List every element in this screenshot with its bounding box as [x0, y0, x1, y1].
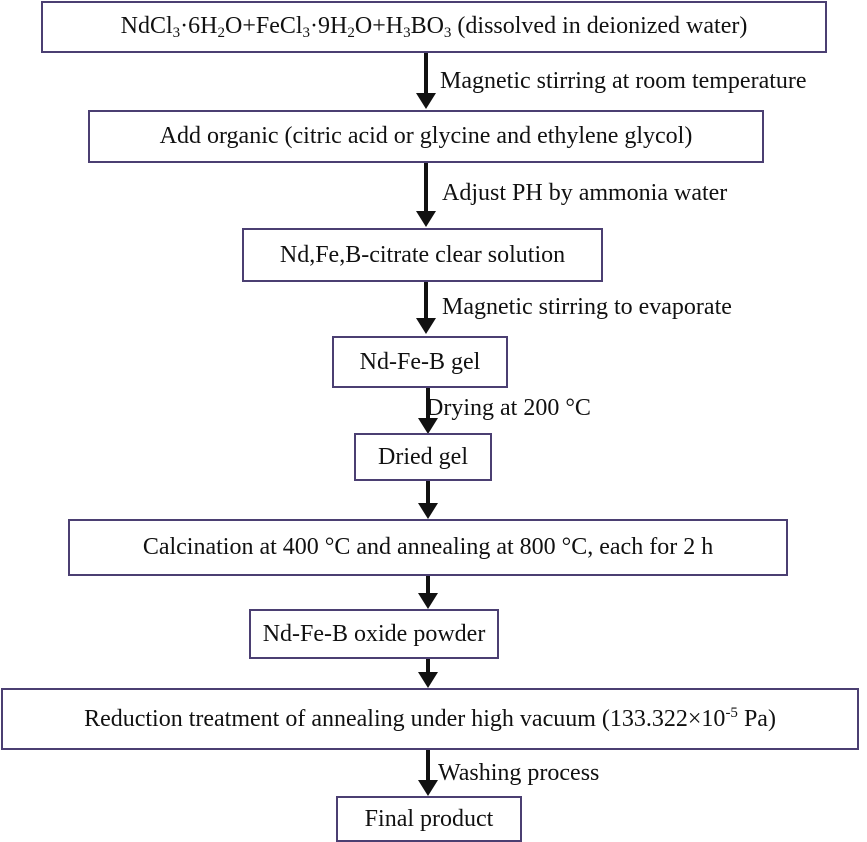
step-final-product: Final product [336, 796, 522, 842]
arrow-head-icon [418, 672, 438, 688]
step-oxide-powder-label: Nd-Fe-B oxide powder [262, 620, 486, 647]
step-citrate-solution-label: Nd,Fe,B-citrate clear solution [279, 241, 566, 268]
formula-text: NdCl [120, 12, 173, 39]
step-gel: Nd-Fe-B gel [332, 336, 508, 388]
reduction-unit: Pa) [737, 706, 776, 732]
arrow-shaft [426, 750, 430, 784]
arrow-8 [418, 750, 438, 796]
step-precursors: NdCl3·6H2O+FeCl3·9H2O+H3BO3 (dissolved i… [41, 1, 827, 53]
step-final-product-label: Final product [364, 805, 494, 832]
arrow-shaft [424, 282, 428, 322]
step-reduction-label: Reduction treatment of annealing under h… [84, 705, 776, 733]
transition-label-2: Adjust PH by ammonia water [442, 180, 728, 206]
step-citrate-solution: Nd,Fe,B-citrate clear solution [242, 228, 603, 282]
step-dried-gel: Dried gel [354, 433, 492, 481]
reduction-exponent: -5 [725, 705, 738, 721]
step-add-organic: Add organic (citric acid or glycine and … [88, 110, 764, 163]
arrow-shaft [424, 163, 428, 215]
reduction-text: Reduction treatment of annealing under h… [84, 706, 726, 732]
formula-subscript: 2 [217, 24, 226, 41]
step-calcination-label: Calcination at 400 °C and annealing at 8… [142, 534, 714, 560]
step-reduction: Reduction treatment of annealing under h… [1, 688, 859, 750]
arrow-head-icon [416, 93, 436, 109]
formula-text: ·9H [310, 12, 348, 39]
arrow-6 [418, 576, 438, 609]
arrow-head-icon [416, 318, 436, 334]
step-oxide-powder: Nd-Fe-B oxide powder [249, 609, 499, 659]
step-precursors-label: NdCl3·6H2O+FeCl3·9H2O+H3BO3 (dissolved i… [121, 13, 748, 42]
formula-subscript: 2 [347, 24, 355, 41]
formula-text: BO [410, 12, 444, 39]
step-calcination: Calcination at 400 °C and annealing at 8… [68, 519, 788, 576]
arrow-shaft [426, 481, 430, 507]
step-dried-gel-label: Dried gel [378, 443, 468, 470]
formula-subscript: 3 [443, 24, 452, 41]
arrow-shaft [426, 576, 430, 597]
transition-label-3: Magnetic stirring to evaporate [442, 294, 732, 320]
transition-label-4: Drying at 200 °C [426, 395, 591, 421]
arrow-head-icon [418, 503, 438, 519]
arrow-head-icon [418, 593, 438, 609]
formula-text: O+FeCl [225, 12, 303, 39]
arrow-7 [418, 659, 438, 688]
arrow-5 [418, 481, 438, 519]
formula-subscript: 3 [172, 24, 181, 41]
arrow-head-icon [418, 780, 438, 796]
step-gel-label: Nd-Fe-B gel [359, 348, 481, 375]
arrow-4 [418, 388, 438, 434]
arrow-3 [416, 282, 436, 334]
transition-label-1: Magnetic stirring at room temperature [440, 68, 807, 94]
arrow-shaft [426, 388, 430, 422]
formula-text: O+H [354, 12, 404, 39]
arrow-1 [416, 53, 436, 109]
formula-text: (dissolved in deionized water) [451, 12, 748, 39]
arrow-head-icon [418, 418, 438, 434]
step-add-organic-label: Add organic (citric acid or glycine and … [159, 123, 693, 149]
arrow-head-icon [416, 211, 436, 227]
formula-subscript: 3 [403, 24, 411, 41]
formula-text: ·6H [180, 12, 218, 39]
arrow-2 [416, 163, 436, 227]
arrow-shaft [424, 53, 428, 97]
arrow-shaft [426, 659, 430, 676]
formula-subscript: 3 [302, 24, 311, 41]
transition-label-8: Washing process [438, 760, 600, 786]
